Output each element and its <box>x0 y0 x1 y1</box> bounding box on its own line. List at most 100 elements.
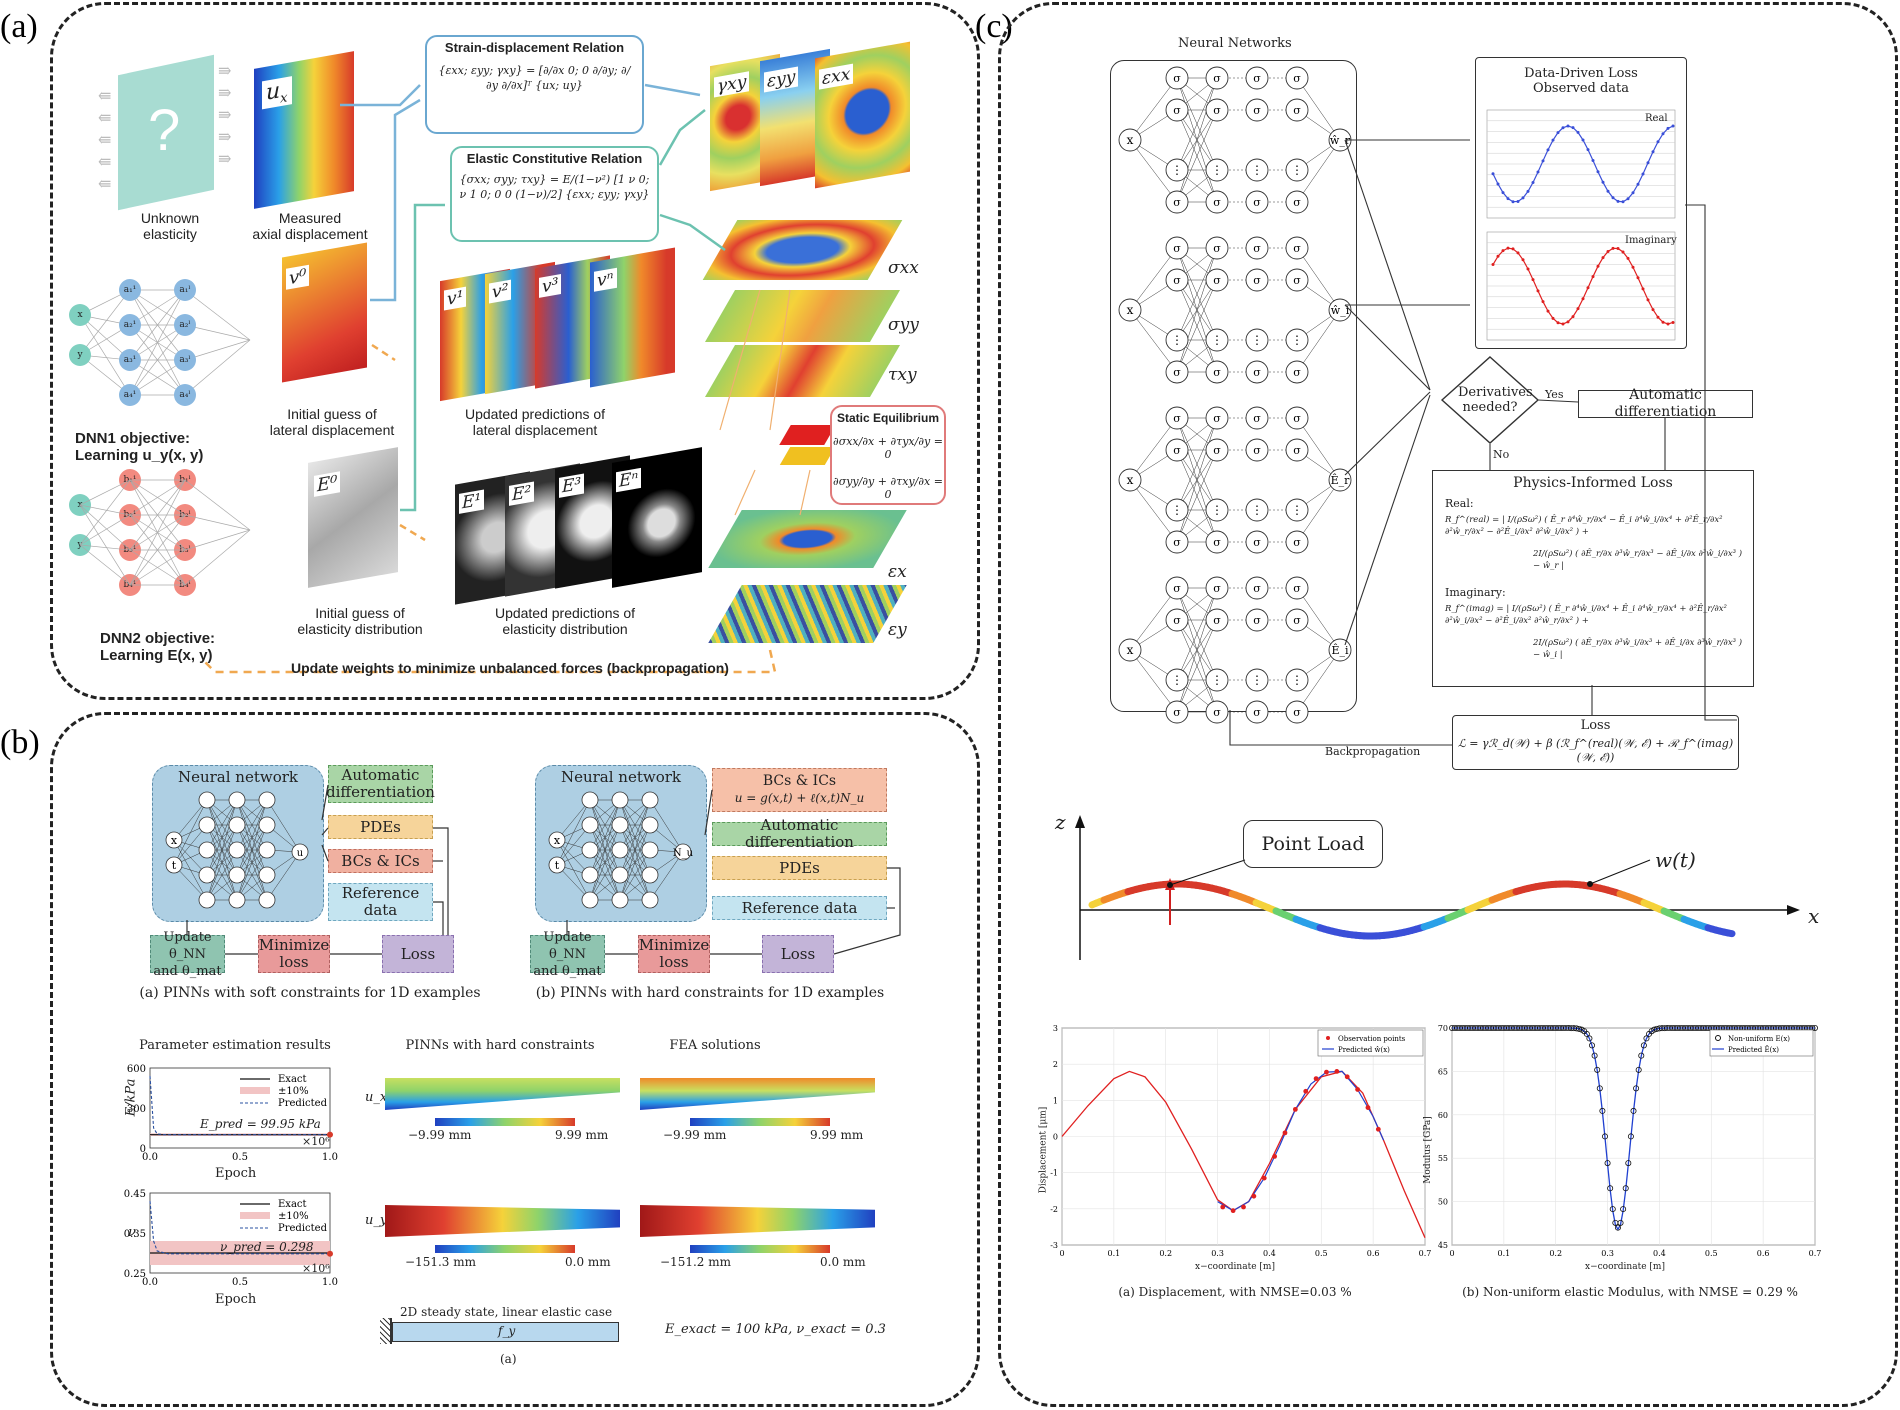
pinn-node <box>258 866 276 884</box>
ux-fea-colorbar <box>690 1118 830 1126</box>
x-tick: 0.6 <box>1757 1249 1770 1258</box>
panel-label-a: (a) <box>0 8 38 45</box>
nn-node <box>1245 438 1269 462</box>
dnn-hidden-node: a₄ˡ <box>174 384 196 406</box>
wave-point <box>1566 124 1570 128</box>
disp-xlabel: x−coordinate [m] <box>1195 1262 1275 1272</box>
uy-row-label: u_y <box>365 1213 388 1228</box>
pinn-node <box>228 891 246 909</box>
pinn-node <box>291 843 309 861</box>
loss-box-c: Loss ℒ = γℛ_d(𝒲) + β (ℛ_f^(real)(𝒲, ℰ) +… <box>1452 715 1739 770</box>
nn-output-label: Ê_i <box>1331 643 1349 657</box>
pinn-node <box>674 843 692 861</box>
arrow-v0-update <box>371 343 396 362</box>
panel-b <box>50 712 980 1407</box>
loss-title-c: Loss <box>1580 718 1611 733</box>
nn-node <box>1165 98 1189 122</box>
modulus-marker <box>1622 1185 1629 1192</box>
y-tick: -1 <box>1050 1169 1058 1178</box>
pinn-node <box>581 891 599 909</box>
pinn-node <box>198 791 216 809</box>
wave-point <box>1666 126 1670 130</box>
ux-pinn-colorbar <box>435 1118 575 1126</box>
dnn-edge <box>79 504 131 586</box>
wave-point <box>1621 250 1625 254</box>
point-load-leader <box>1169 859 1246 886</box>
pinn-edge <box>236 799 268 876</box>
nn-sigma-label: σ <box>1253 706 1261 719</box>
nn-edge <box>1296 77 1341 141</box>
nn-sigma-label: σ <box>1173 274 1181 287</box>
soft-pdes-box: PDEs <box>328 815 433 839</box>
observation-point <box>1241 1204 1246 1210</box>
predicted-modulus <box>1452 1027 1815 1231</box>
nn-edge <box>1176 587 1218 713</box>
wave-point <box>1651 150 1655 154</box>
beam-sub-label: (a) <box>500 1352 517 1366</box>
y-tick: 600 <box>127 1064 146 1075</box>
legend-entry: ±10% <box>278 1086 309 1097</box>
wt-leader <box>1589 859 1651 885</box>
nn-output-label: ŵ_i <box>1331 304 1350 317</box>
wave-point <box>1596 264 1600 268</box>
legend-obs-swatch <box>1326 1036 1330 1040</box>
y-tick: 0 <box>140 1144 146 1155</box>
modulus-marker <box>1583 1030 1590 1037</box>
pinn-edge <box>173 799 208 841</box>
pinn-node <box>258 841 276 859</box>
wave-point <box>1556 131 1560 135</box>
y-tick: 65 <box>1438 1067 1448 1076</box>
x-tick: 0.3 <box>1211 1249 1224 1258</box>
pinn-edge <box>619 849 651 901</box>
physics-real-label: Real: <box>1445 497 1474 510</box>
nn-edge <box>1176 417 1218 511</box>
dnn-edge <box>184 529 251 586</box>
pinn-node <box>228 866 246 884</box>
wave-point <box>1636 182 1640 186</box>
nu-axis-label: ν <box>128 1225 136 1240</box>
modulus-marker <box>1633 1085 1640 1092</box>
wave-point <box>1491 172 1495 176</box>
modulus-marker <box>1640 1042 1647 1049</box>
dnn-edge <box>129 324 186 396</box>
pinn-edge <box>556 799 591 866</box>
y-tick: 45 <box>1438 1241 1448 1250</box>
pinn-edge <box>266 851 301 901</box>
nn-node <box>1165 700 1189 724</box>
panel-label-b: (b) <box>0 724 40 761</box>
pinn-edge <box>206 799 238 901</box>
pinn-edge <box>173 799 208 866</box>
nn-sigma-label: σ <box>1173 444 1181 457</box>
uy-pinn-max: 0.0 mm <box>565 1255 611 1269</box>
uy-pinn-min: −151.3 mm <box>405 1255 476 1269</box>
soft-bcs-box: BCs & ICs <box>328 849 433 873</box>
nn-node <box>1245 66 1269 90</box>
disp-ylabel: Displacement [μm] <box>1038 1106 1049 1194</box>
dnn-edge <box>184 324 251 341</box>
nn-sigma-label: σ <box>1253 444 1261 457</box>
dnn-edge <box>129 514 186 586</box>
nn-ellipsis: ⋮ <box>1171 503 1183 517</box>
e-x-mult: ×10⁶ <box>302 1135 330 1148</box>
nn-title: Neural Networks <box>1178 36 1292 51</box>
wave-point <box>1641 172 1645 176</box>
nn-node <box>1165 530 1189 554</box>
legend-entry: Non-uniform E(x) <box>1728 1035 1790 1043</box>
y-tick: 0.25 <box>124 1269 146 1280</box>
backprop-caption: Update weights to minimize unbalanced fo… <box>291 660 729 676</box>
nn-node <box>1285 268 1309 292</box>
dnn-edge <box>79 479 131 546</box>
nn-node <box>1285 438 1309 462</box>
nn-node <box>1245 158 1269 182</box>
strain-displacement-box: Strain-displacement Relation {εxx; εyy; … <box>425 35 644 134</box>
wave-point <box>1661 320 1665 324</box>
nn-node <box>1285 576 1309 600</box>
nn-node <box>1165 668 1189 692</box>
dnn-edge <box>79 544 131 586</box>
nn-edge <box>1129 649 1178 713</box>
dnn2-network <box>79 479 251 586</box>
pinn-node <box>641 816 659 834</box>
